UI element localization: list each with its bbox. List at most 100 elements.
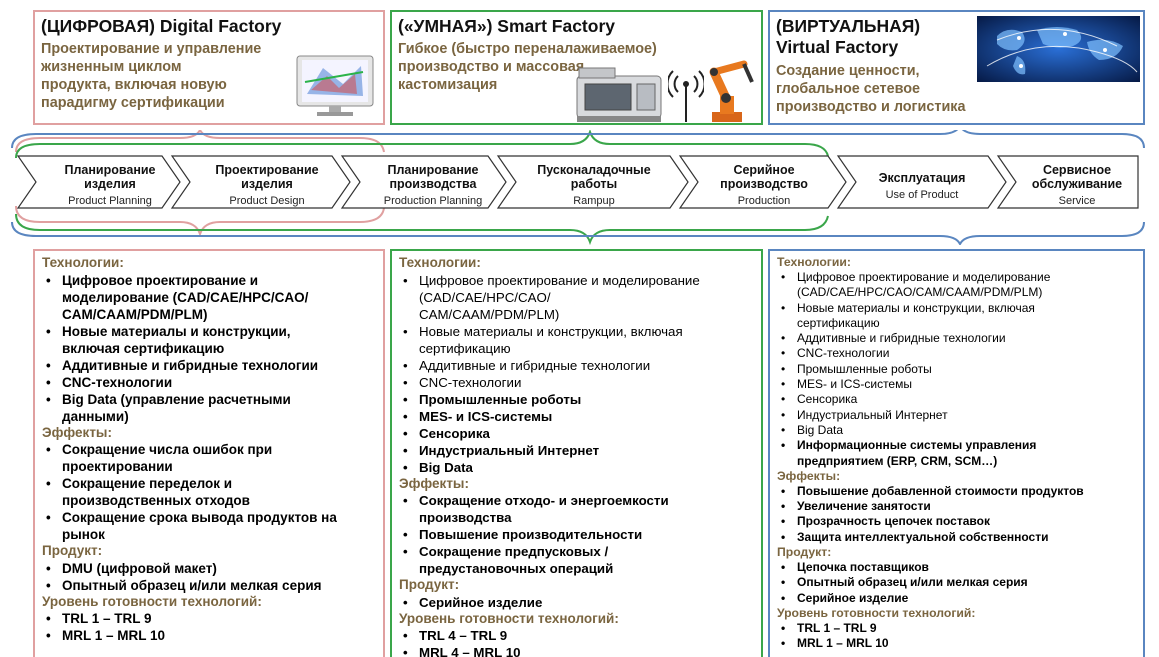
stage-production-planning: Планирование производства Production Pla… [358, 163, 508, 208]
virtual-factory-bracket-bottom [11, 221, 1145, 245]
stage-product-design: Проектирование изделия Product Design [192, 163, 342, 208]
stage-ru-line: изделия [241, 177, 293, 191]
stage-chevron-production [678, 155, 847, 209]
list-item: CNC-технологии [42, 374, 377, 391]
list-item: Серийное изделие [399, 594, 755, 611]
list-item: Цифровое проектирование и моделирование(… [777, 270, 1137, 301]
smart-factory-box: («УМНАЯ») Smart Factory Гибкое (быстро п… [390, 10, 763, 125]
bullet-list: TRL 1 – TRL 9MRL 1 – MRL 10 [777, 621, 1137, 652]
list-item-line: CNC-технологии [797, 346, 890, 361]
bullet-list: Цепочка поставщиковОпытный образец и/или… [777, 560, 1137, 606]
list-item-line: Сокращение срока вывода продуктов на [62, 510, 337, 525]
virtual-factory-bracket-top [11, 130, 1145, 149]
section-heading: Продукт: [399, 577, 460, 592]
list-item: CNC-технологии [399, 374, 755, 391]
stage-chevron-use-of-product [836, 155, 1007, 209]
list-item-line: Аддитивные и гибридные технологии [62, 357, 319, 373]
section-heading: Продукт: [777, 545, 832, 560]
virtual-factory-title-en: Virtual Factory [776, 37, 899, 57]
virtual-factory-details: Технологии:Цифровое проектирование и мод… [768, 249, 1145, 657]
section-heading: Уровень готовности технологий: [399, 610, 619, 626]
list-item-line: TRL 4 – TRL 9 [419, 628, 508, 643]
list-item-line: Новые материалы и конструкции, включая [419, 323, 683, 339]
list-item-line: Индустриальный Интернет [797, 407, 948, 422]
list-item: Опытный образец и/или мелкая серия [42, 577, 377, 594]
list-item-line: Повышение добавленной стоимости продукто… [797, 483, 1084, 498]
section-heading: Эффекты: [42, 424, 112, 440]
process-chain-diagram [11, 130, 1145, 245]
digital-factory-subtitle-line: продукта, включая новую [41, 77, 227, 93]
list-item-line: Увеличение занятости [797, 499, 931, 514]
wireless-signal-icon [668, 70, 704, 122]
world-network-map-image [977, 16, 1140, 82]
list-item: MES- и ICS-системы [399, 408, 755, 425]
stage-rampup: Пусконаладочные работы Rampup [514, 163, 674, 208]
list-item-line: Индустриальный Интернет [419, 442, 600, 458]
list-item-line: Big Data (управление расчетными [62, 391, 291, 407]
smart-factory-subtitle-line: Гибкое (быстро переналаживаемое) [398, 41, 657, 57]
list-item-line: DMU (цифровой макет) [62, 560, 217, 576]
list-item: Защита интеллектуальной собственности [777, 530, 1137, 546]
list-item-line: Цифровое проектирование и моделирование [797, 270, 1051, 284]
bullet-list: TRL 1 – TRL 9MRL 1 – MRL 10 [42, 610, 377, 644]
list-item: Промышленные роботы [777, 361, 1137, 378]
list-item-line: Промышленные роботы [797, 361, 932, 376]
list-item: Индустриальный Интернет [777, 407, 1137, 424]
virtual-factory-subtitle-line: глобальное сетевое [776, 81, 921, 97]
section-heading: Эффекты: [777, 468, 841, 483]
bullet-list: Серийное изделие [399, 594, 755, 611]
list-item: Аддитивные и гибридные технологии [399, 357, 755, 374]
list-item-line: MES- и ICS-системы [797, 377, 912, 392]
digital-factory-details: Технологии:Цифровое проектирование имоде… [33, 249, 385, 657]
stage-ru-line: Сервисное [1042, 163, 1112, 177]
list-item: DMU (цифровой макет) [42, 560, 377, 577]
smart-factory-bracket-top [15, 130, 829, 159]
digital-factory-subtitle-line: парадигму сертификации [41, 95, 225, 111]
digital-factory-bracket-top [15, 130, 385, 153]
virtual-factory-subtitle-line: Создание ценности, [776, 63, 920, 79]
list-item-line: MRL 1 – MRL 10 [797, 636, 889, 651]
list-item: Промышленные роботы [399, 391, 755, 408]
list-item-line: Сокращение числа ошибок при [62, 442, 273, 457]
list-item: Big Data [777, 423, 1137, 439]
list-item-line: Повышение производительности [419, 527, 643, 542]
stage-ru-line: производства [389, 177, 477, 191]
smart-factory-subtitle-line: производство и массовая [398, 59, 585, 75]
list-item: Новые материалы и конструкции,включая се… [42, 323, 377, 357]
list-item: Сокращение срока вывода продуктов нарыно… [42, 509, 377, 543]
list-item-line: Прозрачность цепочек поставок [797, 514, 990, 529]
list-item-line: Цифровое проектирование и моделирование [419, 272, 700, 288]
stage-product-planning: Планирование изделия Product Planning [40, 163, 180, 208]
virtual-factory-subtitle-line: производство и логистика [776, 99, 966, 115]
bullet-list: Повышение добавленной стоимости продукто… [777, 484, 1137, 545]
list-item: Повышение производительности [399, 526, 755, 543]
smart-factory-bracket-bottom [15, 213, 829, 245]
stage-chevron-product-design [170, 155, 351, 209]
smart-factory-subtitle-line: кастомизация [398, 77, 498, 93]
digital-factory-subtitle-line: жизненным циклом [41, 59, 182, 75]
list-item: Big Data [399, 459, 755, 476]
list-item-line: TRL 1 – TRL 9 [62, 611, 152, 626]
list-item-line: производственных отходов [62, 493, 250, 508]
list-item-line: Цепочка поставщиков [797, 560, 929, 575]
list-item-line: MRL 4 – MRL 10 [419, 645, 521, 657]
list-item: Цепочка поставщиков [777, 560, 1137, 576]
list-item: Сокращение переделок и производственных о… [42, 475, 377, 509]
section-heading: Продукт: [42, 543, 103, 558]
list-item-line: (CAD/CAE/HPC/CAO/CAM/CAAM/PDM/PLM) [797, 285, 1043, 300]
list-item-line: сертификацию [797, 315, 880, 330]
stage-en-label: Product Design [229, 195, 305, 207]
stage-ru-line: Планирование [387, 163, 479, 177]
list-item-line: Сокращение предпусковых / [419, 544, 609, 559]
list-item-line: производства [419, 510, 512, 525]
virtual-factory-title: (ВИРТУАЛЬНАЯ) [776, 16, 921, 36]
list-item: MES- и ICS-системы [777, 377, 1137, 393]
list-item-line: CAM/CAAM/PDM/PLM) [419, 306, 560, 322]
list-item: Новые материалы и конструкции, включаясе… [399, 323, 755, 357]
list-item-line: Сокращение переделок и [62, 476, 233, 491]
list-item: Сокращение числа ошибок припроектировани… [42, 441, 377, 475]
list-item: MRL 1 – MRL 10 [42, 627, 377, 644]
bullet-list: Цифровое проектирование и моделирование(… [777, 270, 1137, 469]
virtual-factory-box: (ВИРТУАЛЬНАЯ) Virtual Factory Создание ц… [768, 10, 1145, 125]
digital-factory-title: (ЦИФРОВАЯ) Digital Factory [41, 16, 282, 36]
